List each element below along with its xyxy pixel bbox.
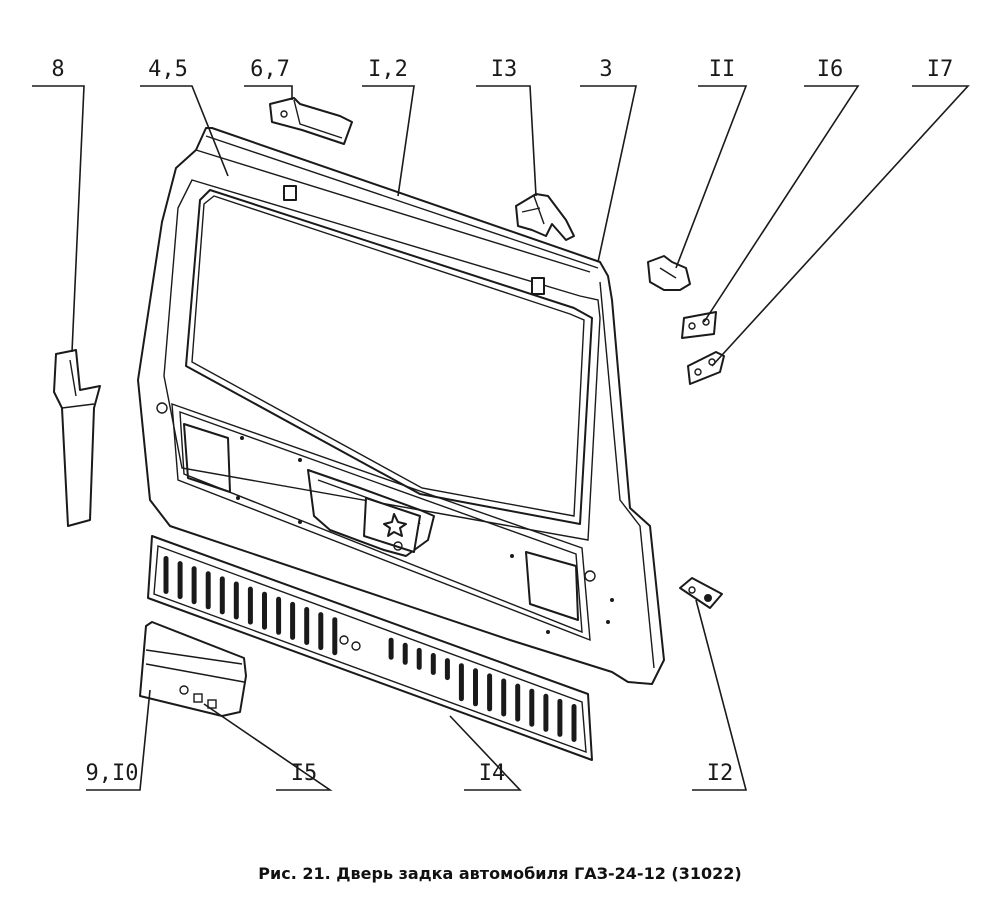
grille-slot [262, 591, 267, 630]
grille-slot [458, 663, 464, 702]
grille-slot [233, 581, 239, 620]
callout-17: I7 [927, 57, 954, 82]
callout-8: 8 [51, 57, 64, 82]
grille-slot [290, 601, 296, 640]
grille-hole [351, 641, 361, 651]
grille-slot [163, 556, 169, 594]
grille-slot [402, 642, 408, 665]
grille-slot [276, 596, 282, 635]
callout-11: II [709, 57, 736, 82]
callout-14: I4 [479, 761, 506, 786]
grille-hole [339, 635, 349, 645]
grille-slot [529, 688, 535, 727]
grille-slot [444, 658, 450, 681]
callout-1-2: I,2 [368, 57, 408, 82]
grille-slot [430, 653, 436, 675]
grille-slot [571, 704, 577, 742]
part-6-7-bracket [269, 97, 353, 145]
grille-slot [318, 612, 324, 651]
part-14-grille-panel [147, 535, 593, 761]
figure-caption: Рис. 21. Дверь задка автомобиля ГАЗ-24-1… [258, 864, 742, 883]
grille-slot [219, 576, 225, 615]
grille-slot [191, 566, 197, 605]
grille-slot [487, 673, 493, 712]
part-13-hinge [515, 193, 575, 241]
part-9-10-bracket [139, 621, 247, 717]
callout-13: I3 [491, 57, 518, 82]
part-11-latch [647, 255, 691, 291]
grille-slot [205, 571, 211, 610]
grille-slot [473, 668, 478, 707]
part-12-buffer [679, 577, 723, 609]
callout-leaders [32, 85, 970, 791]
part-16-plate [681, 311, 717, 339]
grille-slot [416, 647, 422, 670]
callout-4-5: 4,5 [148, 57, 188, 82]
tailgate-door [137, 127, 665, 685]
grille-slot [543, 693, 549, 732]
callout-12: I2 [707, 761, 734, 786]
callout-16: I6 [817, 57, 844, 82]
grille-slot [332, 617, 338, 656]
callout-9-10: 9,I0 [86, 761, 139, 786]
grille-slot [177, 561, 183, 600]
grille-slot [304, 607, 310, 645]
grille-slot [515, 683, 521, 722]
part-8-seal-strip [53, 349, 101, 527]
grille-slot [247, 586, 253, 625]
callout-15: I5 [291, 761, 318, 786]
grille-slot [388, 637, 394, 660]
callout-3: 3 [599, 57, 612, 82]
grille-slot [501, 678, 507, 717]
part-17-plate [687, 351, 725, 385]
grille-slot [557, 698, 563, 737]
grille-slots [163, 556, 577, 742]
callout-6-7: 6,7 [250, 57, 290, 82]
